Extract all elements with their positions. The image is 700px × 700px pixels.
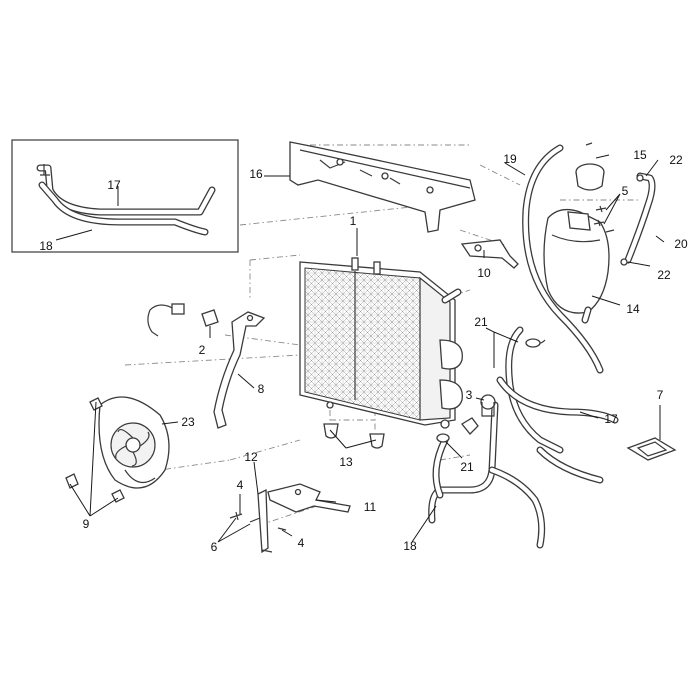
gasket <box>626 437 677 461</box>
callout-23: 23 <box>181 415 195 429</box>
coolant-hoses <box>428 326 619 549</box>
callout-19: 19 <box>503 152 517 166</box>
top-shroud-bracket <box>289 141 476 233</box>
callout-21-lower: 21 <box>460 460 474 474</box>
leader-lines <box>55 154 665 543</box>
callout-6: 6 <box>211 540 218 554</box>
callout-13: 13 <box>339 455 353 469</box>
callout-1: 1 <box>350 214 357 228</box>
callout-20: 20 <box>674 237 688 251</box>
callout-16: 16 <box>249 167 263 181</box>
callout-5: 5 <box>622 184 629 198</box>
callout-14: 14 <box>626 302 640 316</box>
callout-17-inset: 17 <box>107 178 121 192</box>
callout-8: 8 <box>258 382 265 396</box>
hose-clamps-21 <box>436 338 541 443</box>
callout-22-lower: 22 <box>657 268 671 282</box>
callout-18-inset: 18 <box>39 239 53 253</box>
callout-7: 7 <box>657 388 664 402</box>
tank-cap <box>575 142 605 191</box>
hose-clamps-22 <box>620 174 644 266</box>
callout-10: 10 <box>477 266 491 280</box>
callout-4-lower: 4 <box>298 536 305 550</box>
callout-4-upper: 4 <box>237 478 244 492</box>
callout-labels: 1 2 3 4 4 5 6 7 8 9 10 11 12 13 14 15 16… <box>39 148 688 554</box>
callout-11: 11 <box>364 500 377 514</box>
callout-22-upper: 22 <box>669 153 683 167</box>
callout-17-main: 17 <box>604 412 618 426</box>
callout-15: 15 <box>633 148 647 162</box>
callout-2: 2 <box>199 343 206 357</box>
callout-9: 9 <box>83 517 90 531</box>
overflow-hose <box>522 144 604 374</box>
callout-21-upper: 21 <box>474 315 488 329</box>
fan-bracket <box>213 311 266 429</box>
lower-bracket-set <box>229 483 351 554</box>
temperature-sensor <box>461 394 496 435</box>
expansion-tank <box>543 208 610 324</box>
radiator-assembly <box>299 257 463 429</box>
inset-hose-detail <box>11 139 239 253</box>
breather-hose <box>624 172 656 264</box>
mounting-screws <box>593 205 615 233</box>
small-bracket <box>460 239 519 269</box>
cooling-fan <box>98 396 170 489</box>
callout-18-main: 18 <box>403 539 417 553</box>
callout-3: 3 <box>466 388 473 402</box>
callout-12: 12 <box>244 450 258 464</box>
thermo-switch <box>147 303 219 337</box>
